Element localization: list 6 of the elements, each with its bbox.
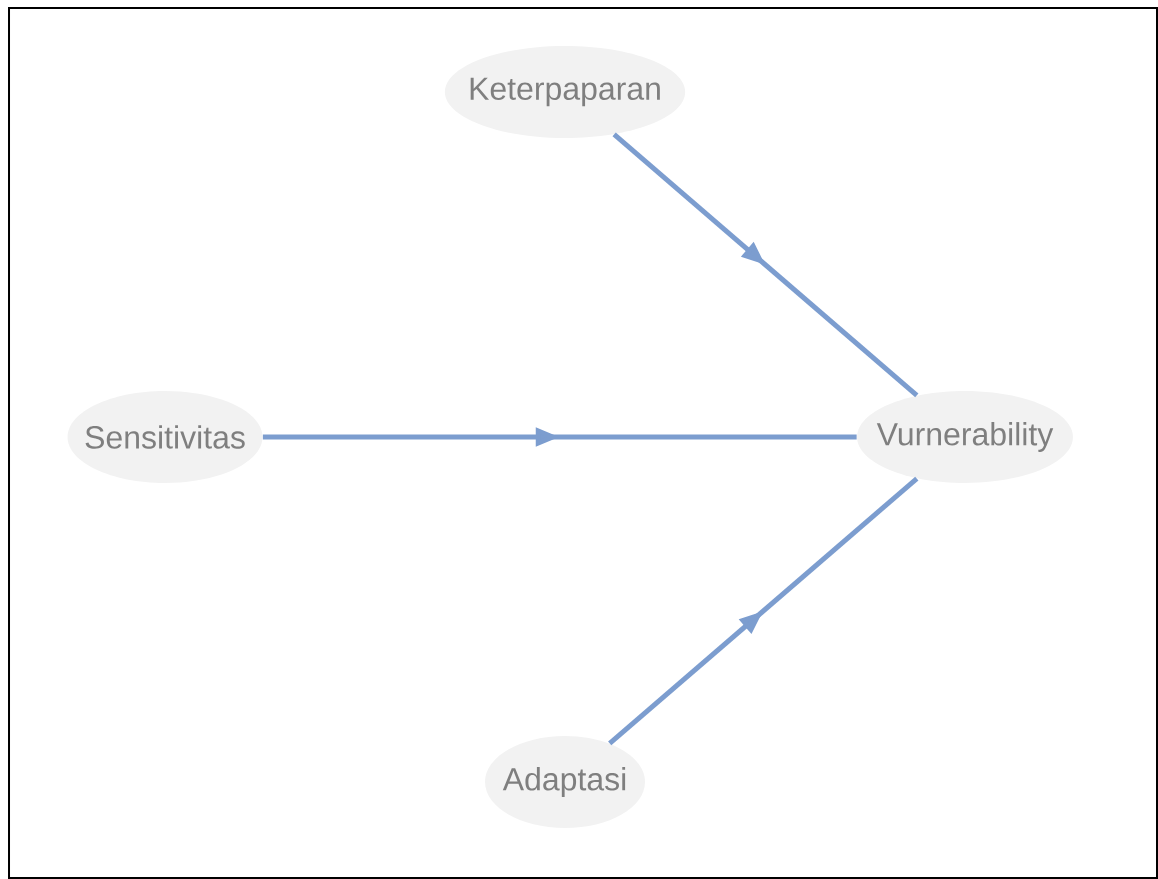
ellipse-node: Adaptasi: [485, 736, 645, 828]
ellipse-node: Keterpaparan: [444, 46, 686, 138]
ellipse-node: Vurnerability: [857, 391, 1073, 483]
arrow: [612, 132, 919, 398]
arrow: [608, 476, 919, 746]
ellipse-node: Sensitivitas: [67, 391, 263, 483]
